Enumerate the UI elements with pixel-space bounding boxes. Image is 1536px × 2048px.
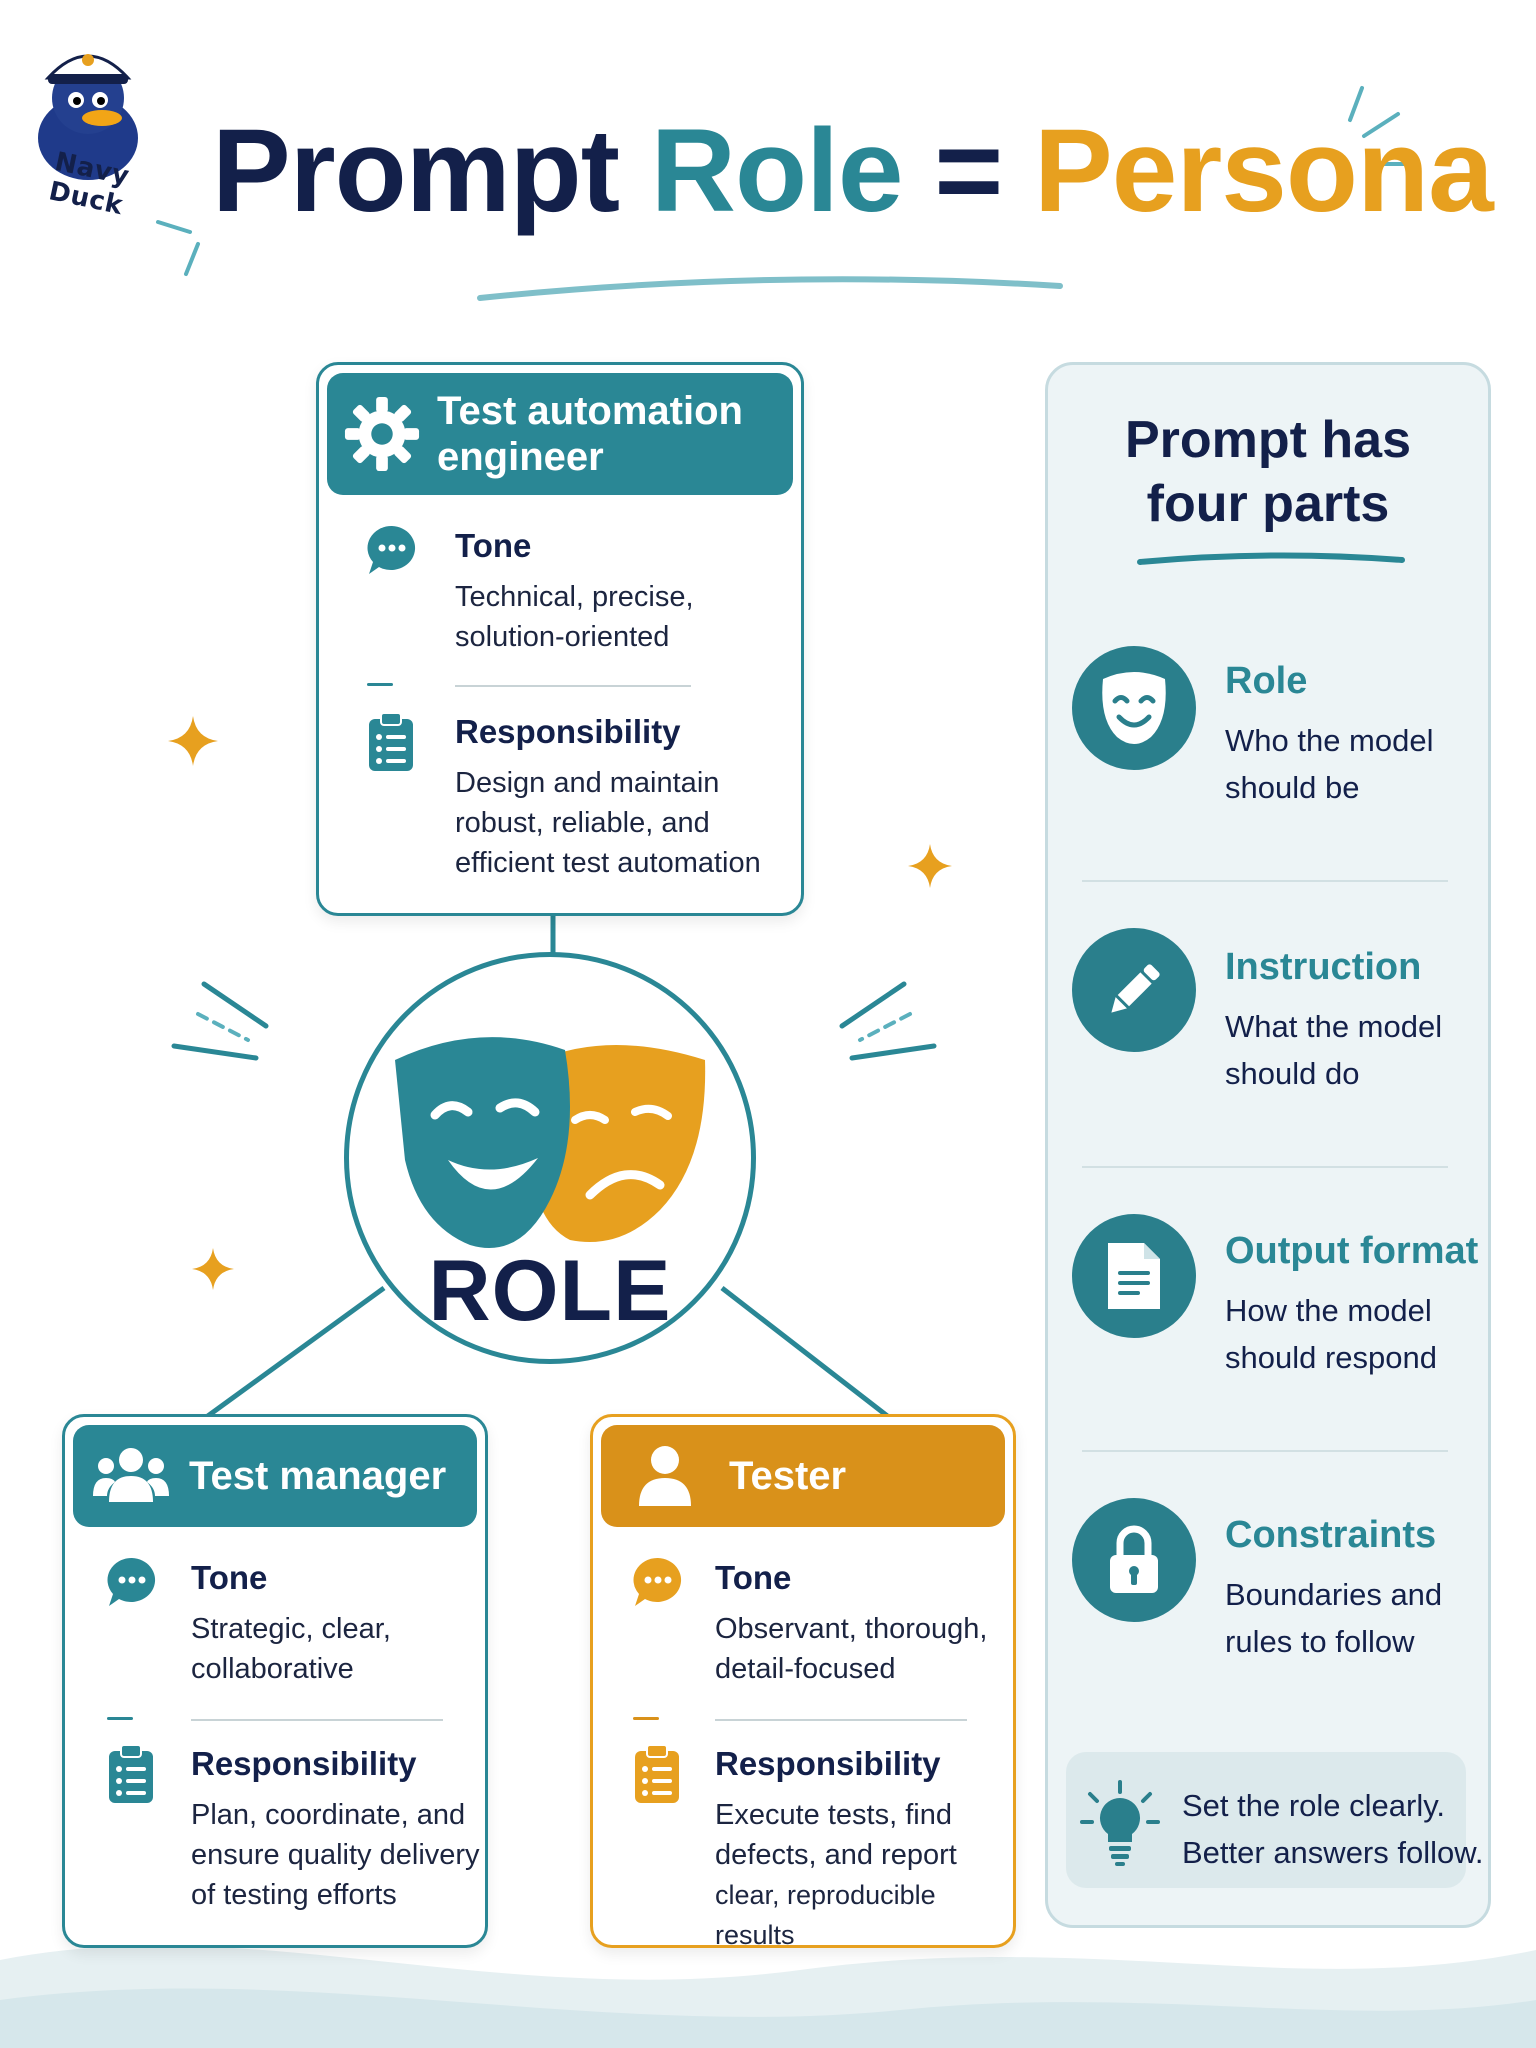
clipboard-list-icon xyxy=(635,1744,679,1803)
clipboard-list-icon xyxy=(109,1744,153,1803)
part-description-line: should do xyxy=(1225,1056,1360,1091)
persona-card-header: Tester xyxy=(601,1425,1005,1527)
row-divider xyxy=(191,1719,443,1721)
tone-label: Tone xyxy=(191,1559,268,1596)
persona-card-automation-engineer: Test automation engineer Tone Technical,… xyxy=(316,362,804,916)
persona-card-tester: Tester Tone Observant, thorough, detail-… xyxy=(590,1414,1016,1950)
persona-card-header: Test manager xyxy=(73,1425,477,1527)
responsibility-text-line: clear, reproducible results xyxy=(715,1880,936,1950)
tip-text-line: Set the role clearly. xyxy=(1182,1788,1446,1823)
part-title: Output format xyxy=(1225,1230,1479,1272)
tone-text-line: solution-oriented xyxy=(455,621,670,653)
tone-label: Tone xyxy=(455,527,532,564)
responsibility-text-line: robust, reliable, and xyxy=(455,807,710,839)
divider-accent xyxy=(107,1717,133,1720)
title-word-prompt: Prompt xyxy=(212,105,620,237)
tip-text: Set the role clearly. Better answers fol… xyxy=(1182,1782,1484,1876)
part-title: Constraints xyxy=(1225,1514,1437,1556)
part-description-line: should be xyxy=(1225,770,1360,805)
document-icon xyxy=(1108,1243,1160,1309)
tone-text-line: Observant, thorough, xyxy=(715,1613,988,1645)
part-description-line: should respond xyxy=(1225,1340,1437,1375)
star-sparkle xyxy=(192,1248,234,1290)
pencil-icon xyxy=(1111,964,1160,1013)
tone-text-line: Strategic, clear, xyxy=(191,1613,391,1645)
responsibility-text-line: efficient test automation xyxy=(455,847,761,879)
lock-icon xyxy=(1110,1525,1158,1593)
bottom-wave-decoration xyxy=(0,1945,1536,2048)
responsibility-text-line: ensure quality delivery xyxy=(191,1839,480,1871)
burst-lines-right xyxy=(839,981,937,1061)
star-sparkle xyxy=(908,844,952,888)
output-format-part-badge xyxy=(1072,1214,1196,1338)
speech-bubble-icon xyxy=(107,1557,156,1606)
instruction-part-badge xyxy=(1072,928,1196,1052)
panel-title: Prompt has four parts xyxy=(1045,408,1491,536)
burst-lines-left xyxy=(171,981,269,1061)
responsibility-text-line: Design and maintain xyxy=(455,767,720,799)
role-part-badge xyxy=(1072,646,1196,770)
responsibility-label: Responsibility xyxy=(715,1745,941,1782)
gear-icon xyxy=(344,396,420,472)
divider-accent xyxy=(367,683,393,686)
clipboard-list-icon xyxy=(369,712,413,771)
part-description-line: How the model xyxy=(1225,1293,1432,1328)
mask-icon xyxy=(1102,672,1166,744)
title-equals: = xyxy=(934,105,1003,237)
panel-title-line: four parts xyxy=(1146,475,1390,533)
part-title: Role xyxy=(1225,660,1308,702)
title-underline xyxy=(477,276,1063,301)
persona-title: Tester xyxy=(729,1453,847,1498)
four-parts-panel xyxy=(1045,362,1491,1928)
divider-accent xyxy=(633,1717,659,1720)
group-icon xyxy=(93,1448,169,1502)
responsibility-text-line: Plan, coordinate, and xyxy=(191,1799,466,1831)
tone-text-line: detail-focused xyxy=(715,1653,896,1685)
responsibility-label: Responsibility xyxy=(191,1745,417,1782)
persona-title: Test automation engineer xyxy=(437,389,743,479)
responsibility-text-line: defects, and report xyxy=(715,1839,957,1871)
role-label: ROLE xyxy=(428,1243,672,1339)
panel-title-underline xyxy=(1137,552,1405,565)
tip-text-line: Better answers follow. xyxy=(1182,1835,1484,1870)
part-divider xyxy=(1082,1450,1448,1452)
responsibility-text-line: Execute tests, find xyxy=(715,1799,952,1831)
responsibility-text-line: of testing efforts xyxy=(191,1879,397,1911)
tone-label: Tone xyxy=(715,1559,792,1596)
part-description-line: rules to follow xyxy=(1225,1624,1415,1659)
persona-title: Test manager xyxy=(189,1453,447,1498)
part-title: Instruction xyxy=(1225,946,1422,988)
lightbulb-icon xyxy=(1080,1780,1160,1866)
speech-bubble-icon xyxy=(367,525,416,574)
tone-text-line: Technical, precise, xyxy=(455,581,694,613)
part-description-line: What the model xyxy=(1225,1009,1443,1044)
row-divider xyxy=(455,685,691,687)
speech-bubble-icon xyxy=(633,1557,682,1606)
title-word-role: Role xyxy=(650,105,904,237)
panel-title-line: Prompt has xyxy=(1124,411,1412,469)
person-icon xyxy=(639,1446,691,1506)
sparkle-lines-left xyxy=(156,220,200,276)
persona-card-test-manager: Test manager Tone Strategic, clear, coll… xyxy=(62,1414,488,1948)
theater-masks-icon xyxy=(395,1037,706,1248)
part-divider xyxy=(1082,1166,1448,1168)
star-sparkle xyxy=(168,716,218,766)
row-divider xyxy=(715,1719,967,1721)
navy-duck-logo xyxy=(38,54,138,180)
title-word-persona: Persona xyxy=(1034,105,1494,237)
tone-text-line: collaborative xyxy=(191,1653,354,1685)
part-description-line: Boundaries and xyxy=(1225,1577,1443,1612)
sparkle-lines-right xyxy=(1348,86,1410,166)
constraints-part-badge xyxy=(1072,1498,1196,1622)
part-divider xyxy=(1082,880,1448,882)
persona-card-header: Test automation engineer xyxy=(327,373,793,495)
page-title: Prompt Role = Persona xyxy=(212,112,1494,230)
part-description-line: Who the model xyxy=(1225,723,1434,758)
responsibility-label: Responsibility xyxy=(455,713,681,750)
